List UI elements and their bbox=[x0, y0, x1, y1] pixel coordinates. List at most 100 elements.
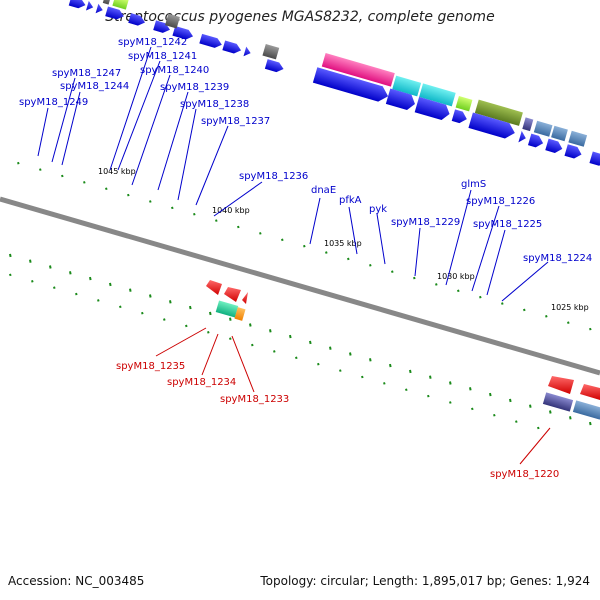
tick-mark bbox=[369, 358, 372, 362]
glmS-arrow bbox=[468, 112, 515, 139]
gene-label: pfkA bbox=[339, 195, 362, 206]
tick-mark bbox=[129, 288, 132, 292]
gene-arrow bbox=[172, 26, 194, 40]
gene-arrow-reverse bbox=[548, 376, 574, 394]
tick-mark bbox=[449, 401, 452, 404]
scale-label: 1040 kbp bbox=[212, 206, 250, 215]
reverse-gene-track bbox=[206, 280, 600, 420]
gene-label: pyk bbox=[369, 204, 387, 215]
tick-mark bbox=[171, 206, 174, 210]
gene-box bbox=[551, 125, 568, 142]
tick-mark bbox=[309, 340, 312, 345]
tick-mark bbox=[251, 343, 254, 347]
pyk-gene bbox=[419, 83, 456, 107]
gene-box bbox=[262, 44, 280, 60]
gene-arrow bbox=[199, 33, 222, 48]
gene-box bbox=[455, 95, 473, 112]
tick-mark bbox=[249, 323, 252, 327]
tick-mark bbox=[105, 187, 108, 191]
tick-mark bbox=[549, 410, 552, 414]
forward-gene-track bbox=[68, 0, 600, 166]
tick-mark bbox=[207, 331, 210, 334]
tick-mark bbox=[229, 337, 232, 340]
dnaE-gene bbox=[321, 53, 395, 87]
pfkA-gene bbox=[392, 75, 422, 97]
tick-mark bbox=[509, 398, 512, 403]
tick-mark bbox=[523, 308, 526, 312]
dnaE-arrow bbox=[312, 67, 389, 102]
scale-label: 1025 kbp bbox=[551, 303, 589, 312]
tick-mark bbox=[83, 181, 86, 184]
tick-mark bbox=[193, 212, 196, 216]
tick-mark bbox=[413, 276, 416, 280]
tick-mark bbox=[405, 388, 408, 392]
gene-box bbox=[572, 400, 600, 420]
reverse-leader-lines bbox=[155, 327, 551, 465]
tick-mark bbox=[141, 311, 144, 315]
tick-mark bbox=[529, 404, 532, 408]
gene-arrow bbox=[222, 40, 242, 54]
tick-mark bbox=[237, 225, 240, 229]
scale-label: 1045 kbp bbox=[98, 167, 136, 176]
tick-mark bbox=[185, 324, 188, 328]
gene-arrow bbox=[95, 3, 103, 14]
tick-mark bbox=[97, 299, 100, 302]
gene-arrow-reverse bbox=[242, 292, 248, 304]
gene-label: spyM18_1236 bbox=[239, 171, 308, 182]
gene-label: spyM18_1234 bbox=[167, 377, 236, 388]
tick-mark bbox=[289, 334, 292, 339]
tick-mark bbox=[53, 286, 56, 289]
gene-box bbox=[234, 307, 246, 321]
tick-mark bbox=[109, 282, 112, 287]
gene-label: spyM18_1220 bbox=[490, 469, 559, 480]
gene-arrow bbox=[451, 109, 467, 124]
gene-box bbox=[542, 392, 574, 412]
tick-mark bbox=[349, 352, 352, 356]
tick-mark bbox=[361, 375, 364, 379]
gene-label: dnaE bbox=[311, 185, 336, 196]
gene-label: glmS bbox=[461, 179, 486, 190]
tick-mark bbox=[515, 420, 518, 423]
tick-mark bbox=[389, 363, 392, 368]
gene-label: spyM18_1244 bbox=[60, 81, 129, 92]
tick-mark bbox=[61, 174, 64, 178]
gene-arrow bbox=[128, 13, 146, 26]
scale-label: 1035 kbp bbox=[324, 239, 362, 248]
scale-label: 1030 kbp bbox=[437, 272, 475, 281]
genome-backbone bbox=[0, 196, 600, 376]
tick-mark bbox=[435, 283, 438, 286]
tick-mark bbox=[9, 253, 12, 258]
gene-arrow bbox=[527, 133, 544, 148]
glmS-gene bbox=[474, 99, 523, 126]
gene-arrow bbox=[564, 144, 582, 159]
gene-arrow bbox=[68, 0, 86, 9]
gene-box bbox=[533, 120, 553, 137]
tick-mark bbox=[317, 362, 320, 366]
gene-arrow bbox=[264, 59, 284, 73]
pyk-arrow bbox=[414, 96, 450, 121]
tick-mark bbox=[189, 305, 192, 310]
gene-label: spyM18_1247 bbox=[52, 68, 121, 79]
tick-mark bbox=[537, 426, 540, 430]
gene-label: spyM18_1225 bbox=[473, 219, 542, 230]
tick-mark bbox=[479, 295, 482, 299]
gene-box bbox=[112, 0, 129, 10]
tick-mark bbox=[501, 302, 504, 305]
tick-mark bbox=[29, 259, 32, 263]
gene-label: spyM18_1229 bbox=[391, 217, 460, 228]
tick-mark bbox=[489, 392, 492, 397]
tick-mark bbox=[169, 300, 172, 304]
gene-label: spyM18_1249 bbox=[19, 97, 88, 108]
map-title: Streptococcus pyogenes MGAS8232, complet… bbox=[105, 9, 495, 25]
tick-mark bbox=[589, 421, 592, 426]
tick-mark bbox=[429, 375, 432, 379]
gene-arrow bbox=[243, 46, 251, 57]
gene-arrow-reverse bbox=[206, 280, 222, 295]
pfkA-arrow bbox=[385, 88, 415, 111]
gene-arrow bbox=[545, 138, 563, 153]
tick-mark bbox=[17, 161, 20, 165]
tick-mark bbox=[589, 327, 592, 331]
gene-label: spyM18_1242 bbox=[118, 37, 187, 48]
tick-mark bbox=[229, 317, 232, 321]
